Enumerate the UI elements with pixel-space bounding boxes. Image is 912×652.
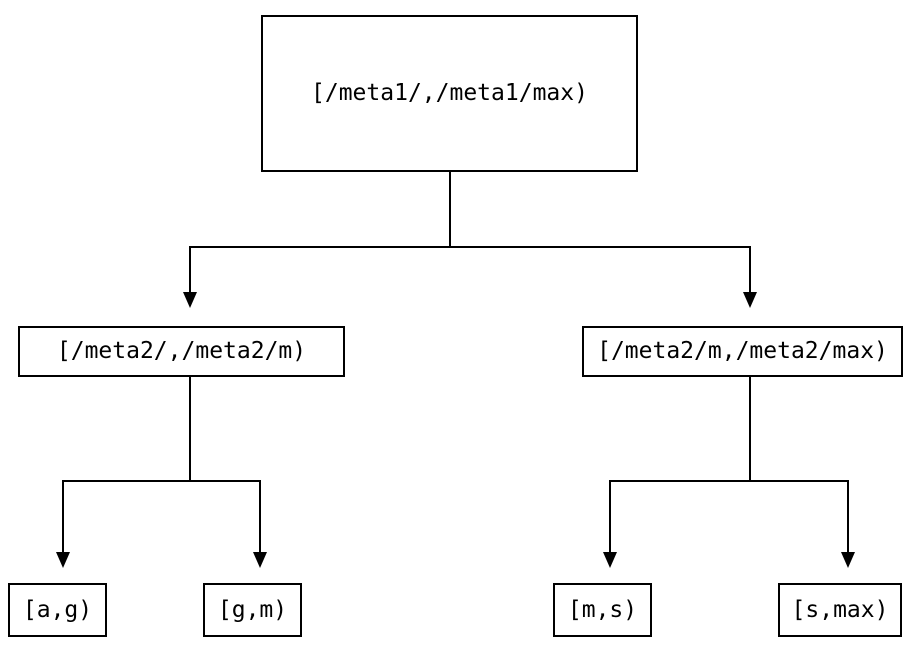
tree-node-right: [/meta2/m,/meta2/max) [582, 326, 903, 377]
edge-left-to-leaves [56, 376, 267, 568]
arrowhead-icon [841, 552, 855, 568]
arrowhead-icon [603, 552, 617, 568]
tree-node-label: [/meta2/,/meta2/m) [56, 338, 307, 364]
tree-node-label: [/meta2/m,/meta2/max) [597, 338, 888, 364]
tree-node-leaf-ag: [a,g) [8, 583, 107, 637]
tree-node-label: [a,g) [22, 596, 93, 623]
edge-right-to-leaves [603, 376, 855, 568]
arrowhead-icon [743, 292, 757, 308]
tree-node-leaf-ms: [m,s) [553, 583, 652, 637]
edge-root-to-children [183, 171, 757, 308]
arrowhead-icon [253, 552, 267, 568]
arrowhead-icon [56, 552, 70, 568]
tree-node-label: [m,s) [567, 596, 638, 623]
tree-node-leaf-smax: [s,max) [778, 583, 902, 637]
tree-node-root: [/meta1/,/meta1/max) [261, 15, 638, 172]
tree-node-label: [/meta1/,/meta1/max) [311, 80, 588, 106]
tree-node-label: [s,max) [791, 596, 889, 623]
arrowhead-icon [183, 292, 197, 308]
tree-node-leaf-gm: [g,m) [203, 583, 302, 637]
tree-node-label: [g,m) [217, 596, 288, 623]
tree-node-left: [/meta2/,/meta2/m) [18, 326, 345, 377]
